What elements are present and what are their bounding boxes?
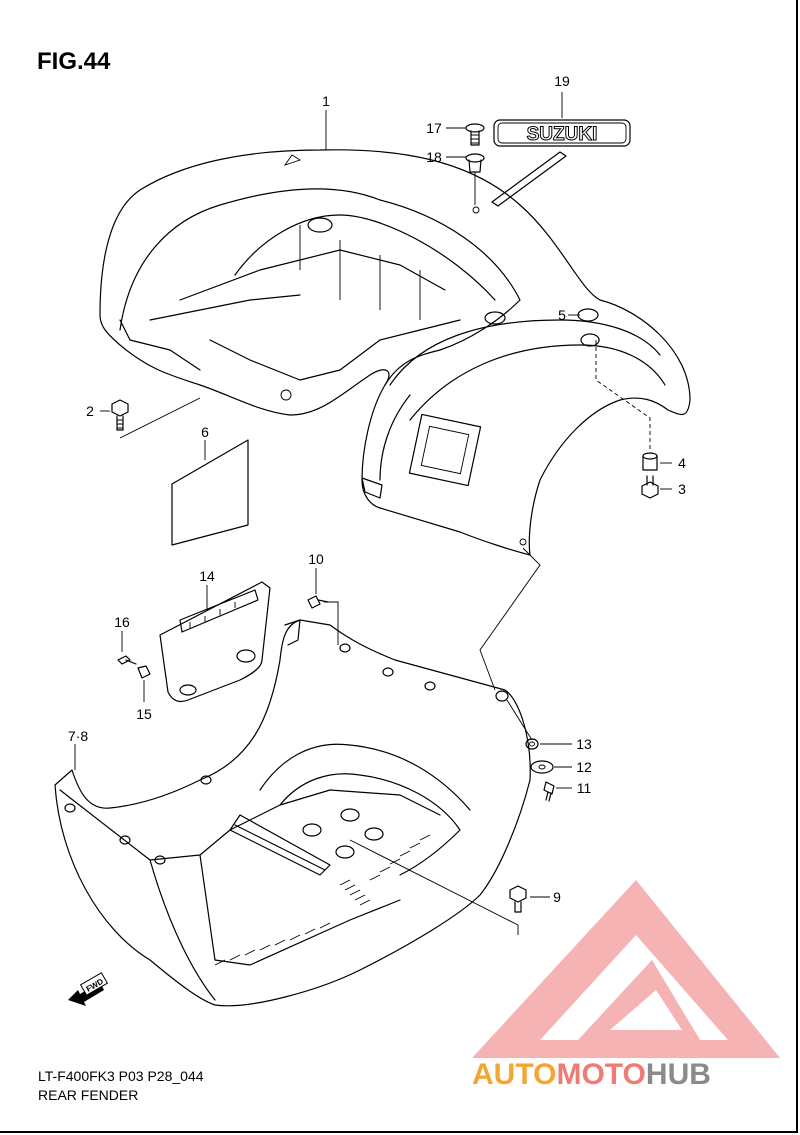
rear-fender-upper [99, 149, 691, 556]
callout-17: 17 [426, 120, 442, 136]
screw-17 [465, 123, 485, 146]
collar-4 [642, 452, 658, 471]
callout-5: 5 [558, 307, 566, 323]
bolt-2 [111, 399, 129, 431]
callout-19: 19 [554, 73, 570, 89]
callout-7-8: 7·8 [68, 728, 88, 744]
figure-code: LT-F400FK3 P03 P28_044 [38, 1068, 204, 1084]
washer-12 [530, 760, 554, 774]
suzuki-emblem: SUZUKI [491, 119, 631, 207]
watermark-text-line: AUTOMOTOHUB [472, 1058, 711, 1091]
callout-labels: 1 2 3 4 5 6 7·8 9 10 11 12 13 14 15 16 1… [68, 73, 686, 905]
watermark-moto: MOTO [556, 1058, 645, 1091]
callout-11: 11 [577, 780, 592, 796]
callout-1: 1 [322, 93, 330, 109]
screw-16 [117, 655, 137, 665]
watermark-logo [472, 880, 780, 1058]
footrest-panel [54, 619, 531, 1007]
screw-11 [543, 781, 555, 802]
callout-15: 15 [136, 706, 152, 722]
watermark-auto: AUTO [472, 1058, 556, 1091]
callout-3: 3 [678, 481, 686, 497]
grommet-18 [465, 153, 485, 173]
watermark-hub: HUB [646, 1058, 711, 1091]
callout-2: 2 [86, 403, 94, 419]
emblem-text: SUZUKI [527, 124, 598, 145]
leader-lines [74, 92, 672, 935]
nut-15 [137, 665, 151, 679]
callout-9: 9 [553, 889, 561, 905]
fwd-arrow-icon: FWD [68, 972, 109, 1006]
callout-16: 16 [114, 614, 130, 630]
plate-6 [171, 439, 249, 546]
nut-13 [525, 738, 539, 750]
callout-13: 13 [576, 736, 592, 752]
bracket-14 [159, 581, 271, 703]
figure-name: REAR FENDER [38, 1087, 139, 1103]
callout-4: 4 [678, 455, 686, 471]
callout-6: 6 [201, 424, 209, 440]
callout-10: 10 [308, 551, 324, 567]
figure-title: FIG.44 [37, 48, 111, 75]
watermark-text: AUTOMOTOHUB [472, 1058, 711, 1091]
callout-18: 18 [426, 149, 442, 165]
cap-5 [577, 308, 599, 322]
bolt-3 [641, 475, 659, 499]
callout-14: 14 [199, 568, 215, 584]
callout-12: 12 [576, 759, 592, 775]
bolt-9 [509, 885, 527, 913]
